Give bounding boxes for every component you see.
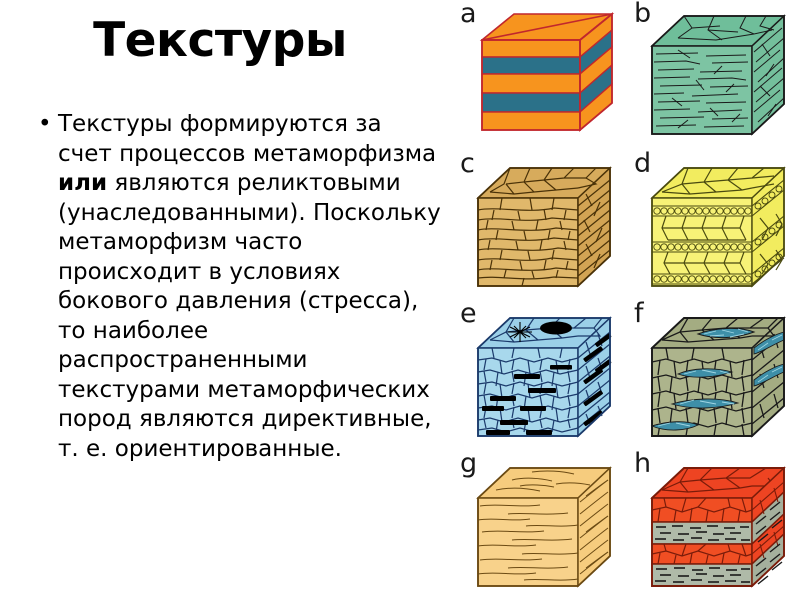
bullet-text-emphasis: или — [58, 170, 108, 196]
dark-spot — [540, 321, 572, 335]
bullet-text-part: Текстуры формируются за счет процессов м… — [58, 111, 437, 167]
figure-label-e: e — [460, 298, 477, 329]
slaty-texture-block — [650, 14, 786, 136]
banded-texture-block — [479, 12, 615, 132]
figure-label-c: c — [460, 148, 475, 179]
figure-block-f: f — [626, 300, 800, 450]
figure-block-d: d — [626, 150, 800, 300]
figure-label-g: g — [460, 448, 478, 479]
figure-label-h: h — [634, 448, 652, 479]
fine-lineation-block — [476, 466, 612, 588]
figure-label-a: a — [460, 0, 477, 29]
figure-block-g: g — [452, 450, 626, 600]
dark-flakes — [482, 365, 572, 435]
lensoid-streak-block — [650, 316, 786, 438]
figure-label-f: f — [634, 298, 644, 329]
figure-block-a: a — [452, 0, 626, 150]
bullet-marker-icon: • — [38, 111, 52, 137]
figure-label-b: b — [634, 0, 652, 29]
bullet-text: Текстуры формируются за счет процессов м… — [58, 110, 442, 464]
figure-block-e: e — [452, 300, 626, 450]
figure-column: a — [452, 0, 800, 600]
figure-label-d: d — [634, 148, 652, 179]
page-title: Текстуры — [93, 13, 347, 68]
lenticular-texture-block — [476, 166, 612, 288]
composite-banded-block — [650, 466, 786, 588]
figure-block-c: c — [452, 150, 626, 300]
bullet-text-part: являются реликтовыми (унаследованными). … — [58, 170, 441, 462]
bullet-list: • Текстуры формируются за счет процессов… — [38, 110, 442, 464]
banded-grain-size-block — [650, 166, 786, 288]
figure-block-h: h — [626, 450, 800, 600]
figure-block-b: b — [626, 0, 800, 150]
list-item: • Текстуры формируются за счет процессов… — [38, 110, 442, 464]
text-column: Текстуры • Текстуры формируются за счет … — [38, 13, 442, 464]
spotted-texture-block — [476, 316, 612, 438]
teal-lenses-front — [650, 368, 740, 431]
